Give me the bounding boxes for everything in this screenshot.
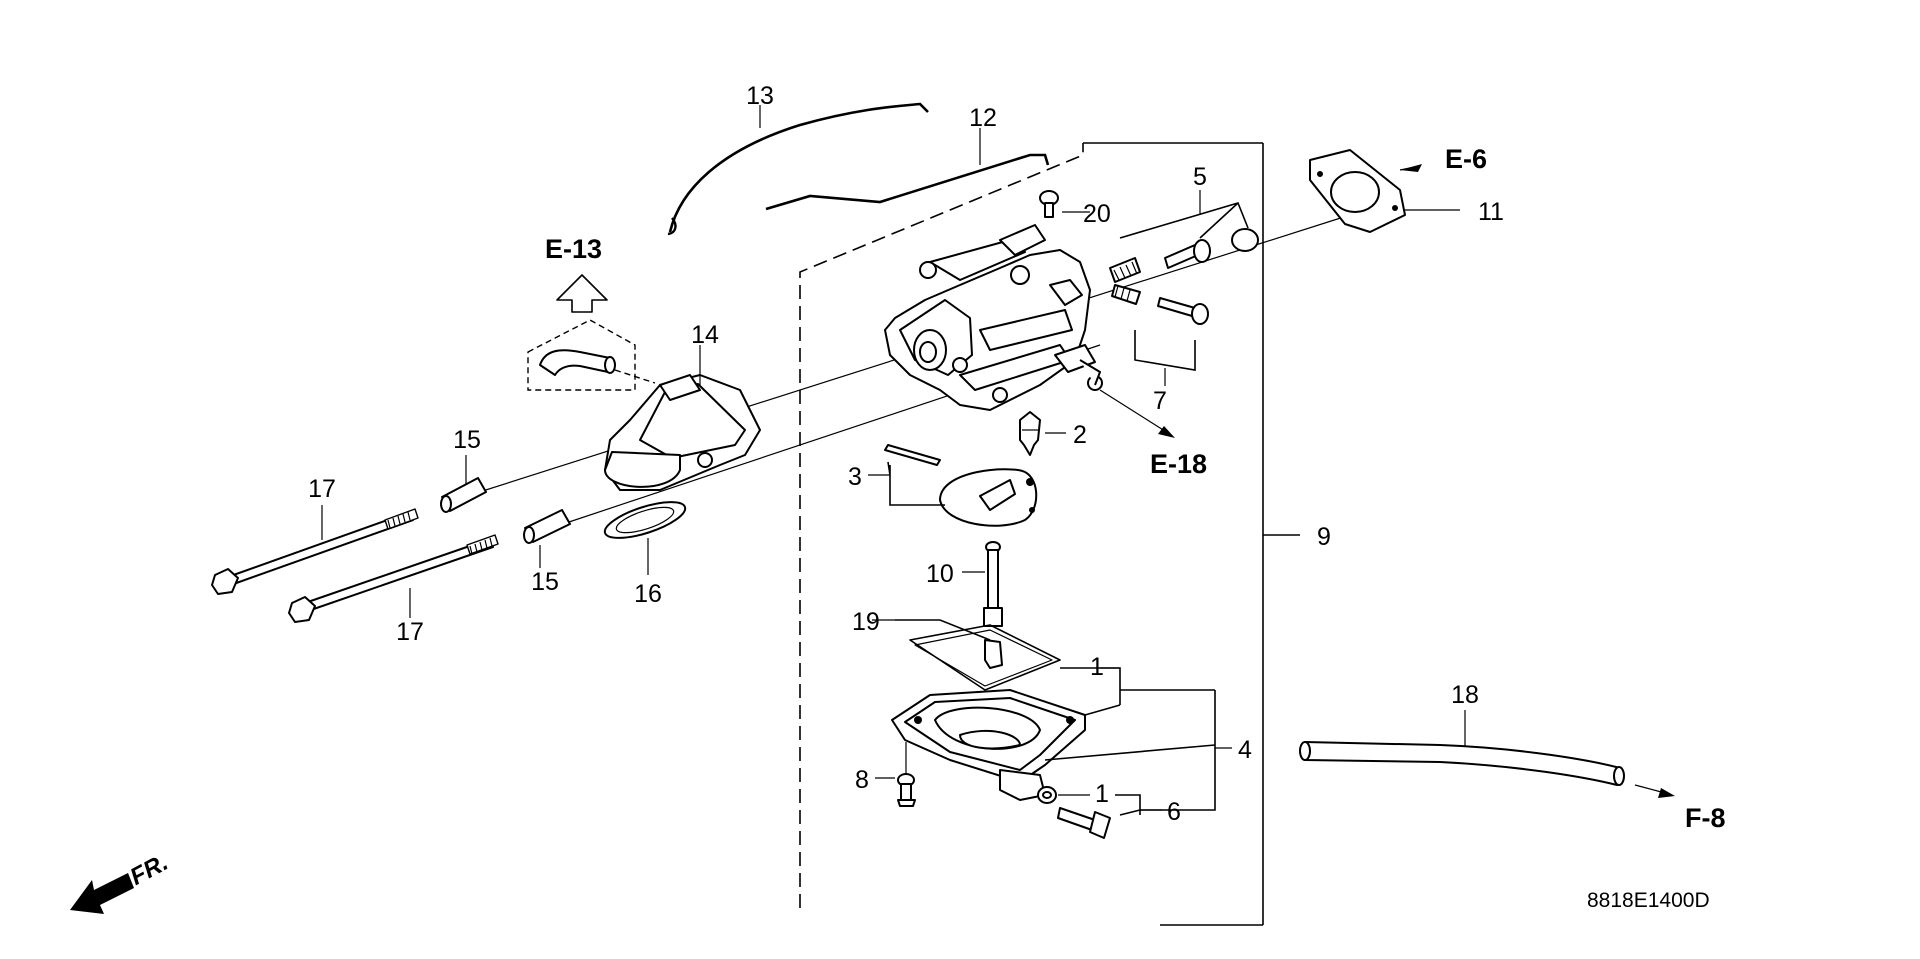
part-8-screw: [897, 773, 916, 807]
diagram-code: 8818E1400D: [1587, 889, 1710, 912]
arrow-e6-shaft: [1399, 165, 1421, 171]
callout-1-upper: 1: [1090, 653, 1104, 681]
hose-boundary: [527, 319, 636, 391]
assembly-boundary: [799, 143, 1084, 908]
callout-6: 6: [1167, 798, 1181, 826]
bracket-3: [887, 461, 945, 506]
part-9-carburetor-body: [884, 224, 1103, 411]
callout-12: 12: [969, 104, 997, 132]
reference-f8: F-8: [1685, 803, 1726, 833]
bracket-7: [1134, 330, 1196, 371]
bracket-19: [895, 619, 991, 641]
callout-15-lower: 15: [531, 568, 559, 596]
arrow-f8-head: [1658, 788, 1675, 798]
part-17-bolt-upper: [211, 508, 419, 595]
front-direction-arrow: [70, 873, 134, 914]
part-14-elbow: [604, 374, 761, 491]
callout-11: 11: [1478, 198, 1504, 226]
bracket-4-mid: [1044, 744, 1216, 761]
callout-7: 7: [1153, 387, 1167, 415]
part-15-collar-upper: [440, 477, 487, 513]
part-5-pilot-screw-set: [1109, 228, 1259, 283]
callout-18: 18: [1451, 681, 1479, 709]
part-15-collar-lower: [523, 509, 571, 544]
callout-5: 5: [1193, 163, 1207, 191]
callout-13: 13: [746, 82, 774, 110]
callout-4: 4: [1238, 736, 1252, 764]
part-12-rod: [765, 153, 1050, 211]
part-6-drain-screw: [1037, 786, 1111, 839]
callout-17-upper: 17: [308, 475, 336, 503]
bracket-5: [1119, 202, 1249, 239]
small-hose: [539, 349, 616, 376]
hose-connect-dash: [614, 369, 656, 384]
callout-3: 3: [848, 463, 862, 491]
part-11-gasket: [1309, 149, 1406, 233]
part-13-rod: [667, 102, 929, 236]
part-20-screw: [1039, 190, 1059, 218]
float-chamber: [891, 689, 1086, 801]
part-16-screen: [603, 501, 687, 539]
part-2-main-jet: [1019, 411, 1041, 456]
arrow-e13: [556, 274, 608, 313]
callout-9: 9: [1317, 523, 1331, 551]
front-label: FR.: [126, 849, 173, 891]
callout-15-upper: 15: [453, 426, 481, 454]
callout-10: 10: [926, 560, 954, 588]
callout-20: 20: [1083, 200, 1111, 228]
arrow-e18-shaft: [1099, 389, 1169, 434]
part-18-fuel-tube: [1299, 741, 1625, 786]
reference-e18: E-18: [1150, 449, 1207, 479]
arrow-e18-head: [1158, 426, 1175, 438]
callout-17-lower: 17: [396, 618, 424, 646]
part-3-float-set: [884, 444, 1038, 527]
callout-19: 19: [852, 608, 880, 636]
callout-16: 16: [634, 580, 662, 608]
callout-8: 8: [855, 766, 869, 794]
reference-e13: E-13: [545, 234, 602, 264]
callout-1-lower: 1: [1095, 780, 1109, 808]
part-10-float-valve: [983, 541, 1003, 627]
callout-14: 14: [691, 321, 719, 349]
part-7-throttle-stop-set: [1111, 284, 1209, 325]
part-17-bolt-lower: [288, 534, 499, 623]
part-19-gasket: [909, 624, 1061, 691]
callout-2: 2: [1073, 421, 1087, 449]
bracket-6: [1115, 794, 1216, 816]
reference-e6: E-6: [1445, 144, 1487, 174]
